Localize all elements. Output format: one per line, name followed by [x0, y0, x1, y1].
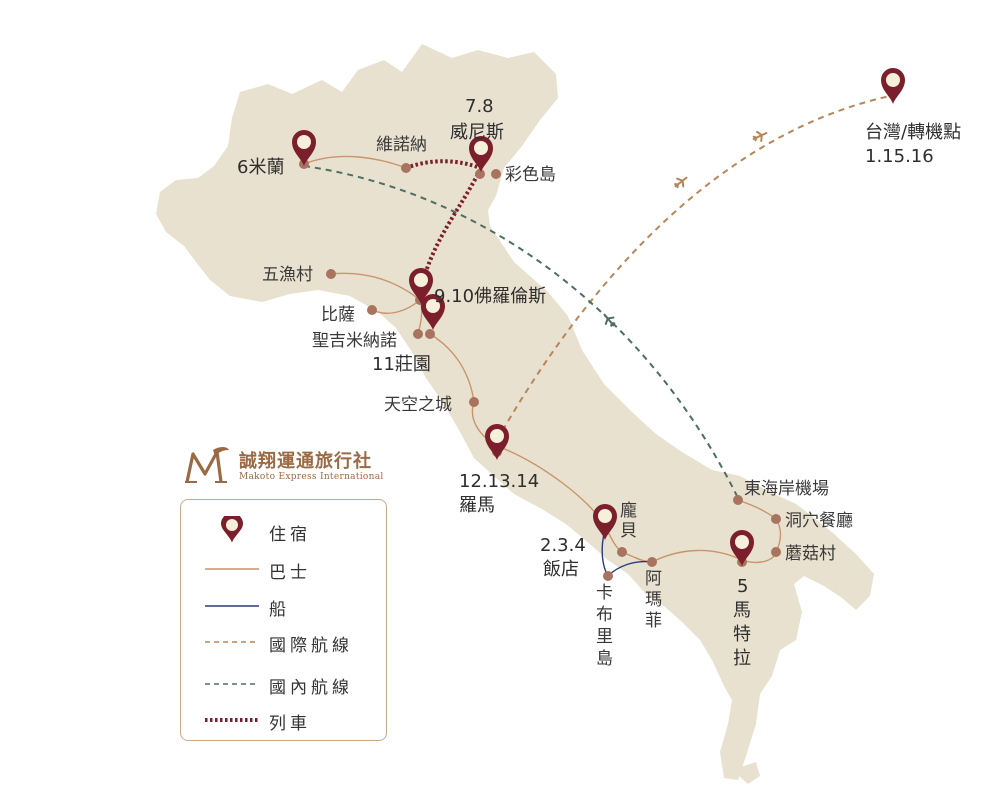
- label-hotel: 飯店: [543, 559, 579, 580]
- label-venice: 威尼斯: [450, 122, 504, 143]
- italy-landmass: [156, 44, 874, 780]
- legend-item-bus: 巴士: [181, 554, 386, 584]
- stop-dot: [603, 571, 613, 581]
- airplane-icon: [603, 313, 616, 327]
- domestic-flight-line-icon: [205, 683, 259, 685]
- label-amalfi: 菲: [645, 611, 662, 631]
- international-flight-route: [496, 95, 891, 441]
- lodging-pin-icon: [221, 516, 243, 543]
- legend-label: 國際航線: [269, 636, 353, 656]
- label-capri: 布: [596, 605, 613, 625]
- label-matera: 馬: [733, 600, 751, 621]
- bus-line-icon: [205, 568, 259, 570]
- stop-dot: [733, 495, 743, 505]
- stop-dot: [771, 514, 781, 524]
- label-capri: 卡: [596, 583, 613, 603]
- stop-dot: [469, 397, 479, 407]
- stop-dots: [299, 159, 781, 581]
- brand-name-en: Makoto Express International: [239, 472, 384, 482]
- label-pisa: 比薩: [321, 305, 355, 325]
- stop-dot: [326, 269, 336, 279]
- lodging-pin-icon: [881, 68, 905, 104]
- label-pompeii: 貝: [620, 521, 637, 541]
- legend-item-intl-flight: 國際航線: [181, 627, 386, 657]
- label-civita: 天空之城: [384, 395, 452, 415]
- stop-dot: [475, 169, 485, 179]
- legend-item-lodging: 住宿: [181, 516, 386, 546]
- brand-name: 誠翔運通旅行社: [239, 451, 372, 472]
- label-taiwan-days: 1.15.16: [865, 146, 934, 167]
- label-capri: 島: [596, 649, 613, 669]
- label-rome-days: 12.13.14: [459, 471, 539, 492]
- label-capri: 里: [596, 627, 613, 647]
- label-cave-restaurant: 洞穴餐廳: [785, 511, 853, 531]
- legend-label: 列車: [269, 714, 311, 734]
- stop-dot: [401, 163, 411, 173]
- label-farm: 11莊園: [372, 354, 431, 375]
- airplane-icon: [674, 176, 688, 189]
- label-mushroom-village: 蘑菇村: [785, 544, 836, 564]
- label-matera: 5: [737, 576, 748, 597]
- ship-line-icon: [205, 605, 259, 607]
- legend-item-dom-flight: 國內航線: [181, 669, 386, 699]
- airplane-icon: [752, 130, 768, 142]
- legend-label: 船: [269, 600, 290, 620]
- label-east-airport: 東海岸機場: [744, 479, 829, 499]
- stop-dot: [413, 329, 423, 339]
- brand-logo-icon: [185, 447, 229, 483]
- train-line-icon: [205, 718, 259, 722]
- label-florence: 9.10佛羅倫斯: [434, 286, 546, 307]
- stop-dot: [367, 305, 377, 315]
- legend-item-train: 列車: [181, 705, 386, 735]
- legend-label: 國內航線: [269, 678, 353, 698]
- legend-item-ship: 船: [181, 591, 386, 621]
- label-venice-days: 7.8: [465, 96, 494, 117]
- stop-dot: [647, 557, 657, 567]
- stop-dot: [491, 169, 501, 179]
- label-milan: 6米蘭: [237, 157, 284, 178]
- label-verona: 維諾納: [376, 135, 427, 155]
- label-pompeii: 龐: [620, 501, 637, 521]
- domestic-flight-route: [303, 165, 739, 499]
- international-flight-line-icon: [205, 641, 259, 643]
- stop-dot: [425, 329, 435, 339]
- legend-label: 住宿: [269, 525, 311, 545]
- train-routes: [405, 159, 482, 297]
- stop-dot: [617, 547, 627, 557]
- label-cinque-terre: 五漁村: [262, 265, 313, 285]
- label-hotel-days: 2.3.4: [540, 535, 586, 556]
- map-legend: 住宿 巴士 船 國際航線 國內航線 列車: [180, 499, 387, 741]
- brand: 誠翔運通旅行社 Makoto Express International: [183, 444, 403, 490]
- label-amalfi: 瑪: [645, 590, 662, 610]
- label-rome: 羅馬: [459, 495, 495, 516]
- stop-dot: [771, 547, 781, 557]
- calabria-tip: [732, 762, 760, 784]
- legend-label: 巴士: [269, 563, 311, 583]
- label-burano: 彩色島: [505, 165, 556, 185]
- label-amalfi: 阿: [645, 569, 662, 589]
- label-matera: 特: [733, 624, 751, 645]
- label-san-gimignano: 聖吉米納諾: [312, 331, 397, 351]
- label-matera: 拉: [733, 648, 751, 669]
- label-taiwan: 台灣/轉機點: [865, 122, 961, 143]
